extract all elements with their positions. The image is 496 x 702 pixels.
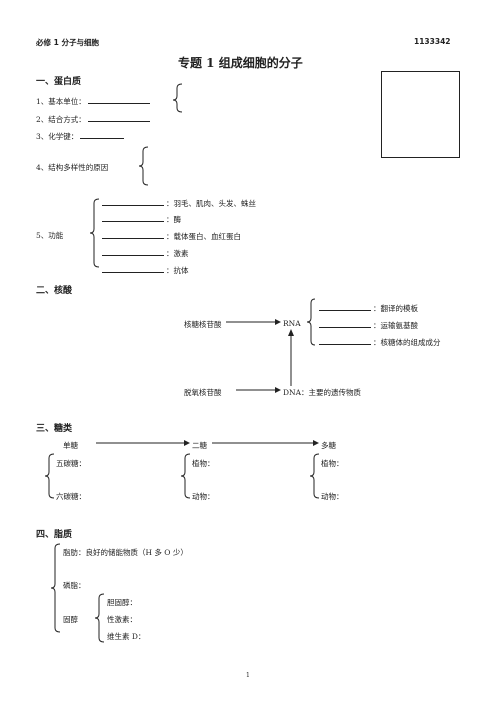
brace-poly [309, 453, 320, 499]
item-bond-mode: 2、结合方式： [36, 113, 152, 125]
rna-label: RNA [283, 319, 301, 328]
polysaccharide-plant-label: 植物： [321, 459, 344, 468]
blank-function-3[interactable] [102, 230, 164, 239]
ribonucleotide-label: 核糖核苷酸 [184, 320, 222, 329]
brace-basic-unit [172, 83, 183, 113]
rna-function-text-2: ：运输氨基酸 [373, 321, 418, 330]
disaccharide-label: 二糖 [192, 441, 207, 450]
blank-rna-function-3[interactable] [319, 336, 371, 345]
function-row-1: ：羽毛、肌肉、头发、蛛丝 [100, 197, 256, 209]
arrow-ribo-head [275, 319, 281, 325]
blank-bond-mode[interactable] [87, 113, 150, 122]
blank-function-4[interactable] [102, 247, 164, 256]
function-text-4: ：激素 [166, 249, 189, 258]
item-diversity-reason: 4、结构多样性的原因 [36, 163, 109, 172]
cholesterol-label: 胆固醇： [107, 598, 137, 607]
brace-mono [44, 453, 55, 499]
function-row-5: ：抗体 [100, 264, 189, 276]
page-title: 专题 1 组成细胞的分子 [178, 56, 303, 70]
section-protein-heading: 一、蛋白质 [36, 77, 82, 87]
disaccharide-animal-label: 动物： [192, 492, 215, 501]
hexose-label: 六碳糖： [56, 492, 86, 501]
blank-chemical-bond[interactable] [80, 130, 125, 139]
polysaccharide-animal-label: 动物： [321, 492, 344, 501]
rna-function-row-1: ：翻译的模板 [317, 302, 418, 314]
brace-lipid [50, 543, 61, 633]
monosaccharide-label: 单糖 [63, 441, 78, 450]
photo-box [381, 71, 460, 158]
sterol-label: 固醇 [63, 615, 78, 624]
rna-function-row-2: ：运输氨基酸 [317, 319, 418, 331]
arrow-di-poly-head [313, 440, 319, 446]
blank-function-5[interactable] [102, 264, 164, 273]
blank-rna-function-1[interactable] [319, 302, 371, 311]
header-course: 必修 1 分子与细胞 [36, 38, 99, 47]
sex-hormone-label: 性激素： [107, 615, 137, 624]
rna-function-row-3: ：核糖体的组成成分 [317, 336, 441, 348]
section-lipid-heading: 四、脂质 [36, 530, 73, 540]
phospholipid-label: 磷脂： [63, 581, 86, 590]
blank-basic-unit[interactable] [87, 95, 150, 104]
blank-rna-function-2[interactable] [319, 319, 371, 328]
pentose-label: 五碳糖： [56, 459, 86, 468]
polysaccharide-label: 多糖 [321, 441, 336, 450]
vitamin-d-label: 维生素 D： [107, 632, 146, 641]
item-bond-mode-label: 2、结合方式： [36, 115, 86, 124]
section-sugar-heading: 三、糖类 [36, 424, 73, 434]
brace-diversity [138, 146, 149, 186]
header-code: 1133342 [414, 37, 451, 46]
function-row-3: ：载体蛋白、血红蛋白 [100, 230, 241, 242]
page-number: 1 [246, 672, 250, 679]
function-text-1: ：羽毛、肌肉、头发、蛛丝 [166, 199, 256, 208]
fat-label: 脂肪：良好的储能物质（H 多 O 少） [63, 548, 188, 557]
function-text-2: ：酶 [166, 215, 181, 224]
item-chemical-bond-label: 3、化学键： [36, 132, 79, 141]
deoxynucleotide-label: 脱氧核苷酸 [184, 388, 222, 397]
arrow-dna-rna-head [288, 329, 294, 336]
arrow-mono-di-head [184, 440, 190, 446]
brace-rna [306, 298, 316, 346]
function-row-4: ：激素 [100, 247, 189, 259]
function-text-5: ：抗体 [166, 266, 189, 275]
brace-di [180, 453, 191, 499]
rna-function-text-3: ：核糖体的组成成分 [373, 338, 441, 347]
item-function-label: 5、功能 [36, 231, 64, 240]
item-basic-unit-label: 1、基本单位： [36, 97, 86, 106]
arrow-deoxy-head [275, 387, 281, 393]
section-nucleic-heading: 二、核酸 [36, 286, 73, 296]
brace-function [89, 198, 100, 268]
item-basic-unit: 1、基本单位： [36, 95, 152, 107]
brace-sterol [94, 593, 105, 643]
function-text-3: ：载体蛋白、血红蛋白 [166, 232, 241, 241]
item-chemical-bond: 3、化学键： [36, 130, 126, 142]
rna-function-text-1: ：翻译的模板 [373, 304, 418, 313]
function-row-2: ：酶 [100, 213, 181, 225]
blank-function-2[interactable] [102, 213, 164, 222]
dna-label: DNA：主要的遗传物质 [283, 388, 361, 397]
disaccharide-plant-label: 植物： [192, 459, 215, 468]
blank-function-1[interactable] [102, 197, 164, 206]
